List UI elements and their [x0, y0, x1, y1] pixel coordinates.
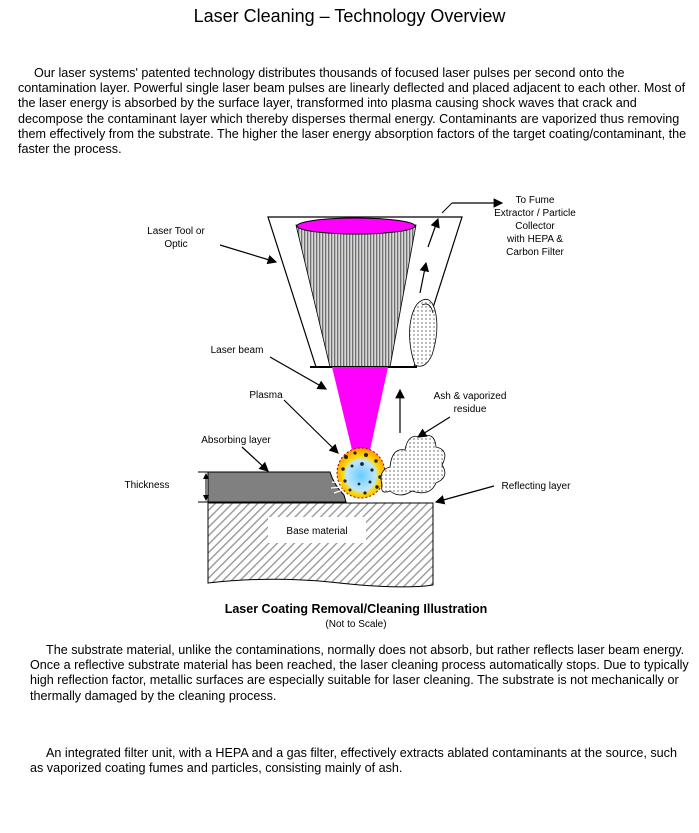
base-material-block [207, 502, 434, 588]
diagram-subcaption: (Not to Scale) [325, 619, 386, 630]
optic-aperture [296, 217, 416, 235]
plasma-particles [341, 451, 382, 495]
fume-extractor-label-5: Carbon Filter [506, 247, 564, 258]
reflecting-layer-label: Reflecting layer [502, 481, 572, 492]
absorbing-layer-label: Absorbing layer [201, 435, 271, 446]
filter-paragraph: An integrated filter unit, with a HEPA a… [30, 746, 677, 776]
laser-beam [332, 367, 388, 450]
ash-label-1: Ash & vaporized [434, 391, 507, 402]
plasma-ball [336, 447, 386, 499]
fume-extractor-label-2: Extractor / Particle [494, 208, 576, 219]
laser-tool-label-2: Optic [164, 239, 187, 250]
laser-cleaning-diagram: Base material Laser Tool or Optic To Fum… [124, 195, 576, 630]
ash-cloud [380, 434, 446, 496]
fume-extractor-label-3: Collector [515, 221, 555, 232]
plasma-label: Plasma [249, 390, 283, 401]
diagram-caption: Laser Coating Removal/Cleaning Illustrat… [225, 602, 488, 616]
base-material-label: Base material [286, 526, 347, 537]
absorbing-coating-layer [207, 471, 347, 503]
intro-paragraph: Our laser systems' patented technology d… [18, 66, 687, 157]
extraction-channel [409, 298, 438, 367]
fume-extractor-label-1: To Fume [516, 195, 555, 206]
laser-tool-label: Laser Tool or [147, 226, 205, 237]
page-title: Laser Cleaning – Technology Overview [193, 6, 506, 26]
laser-beam-label: Laser beam [211, 345, 264, 356]
fume-extractor-label-4: with HEPA & [506, 234, 563, 245]
thickness-label: Thickness [124, 480, 169, 491]
ash-label-2: residue [454, 404, 487, 415]
substrate-paragraph: The substrate material, unlike the conta… [30, 643, 689, 703]
